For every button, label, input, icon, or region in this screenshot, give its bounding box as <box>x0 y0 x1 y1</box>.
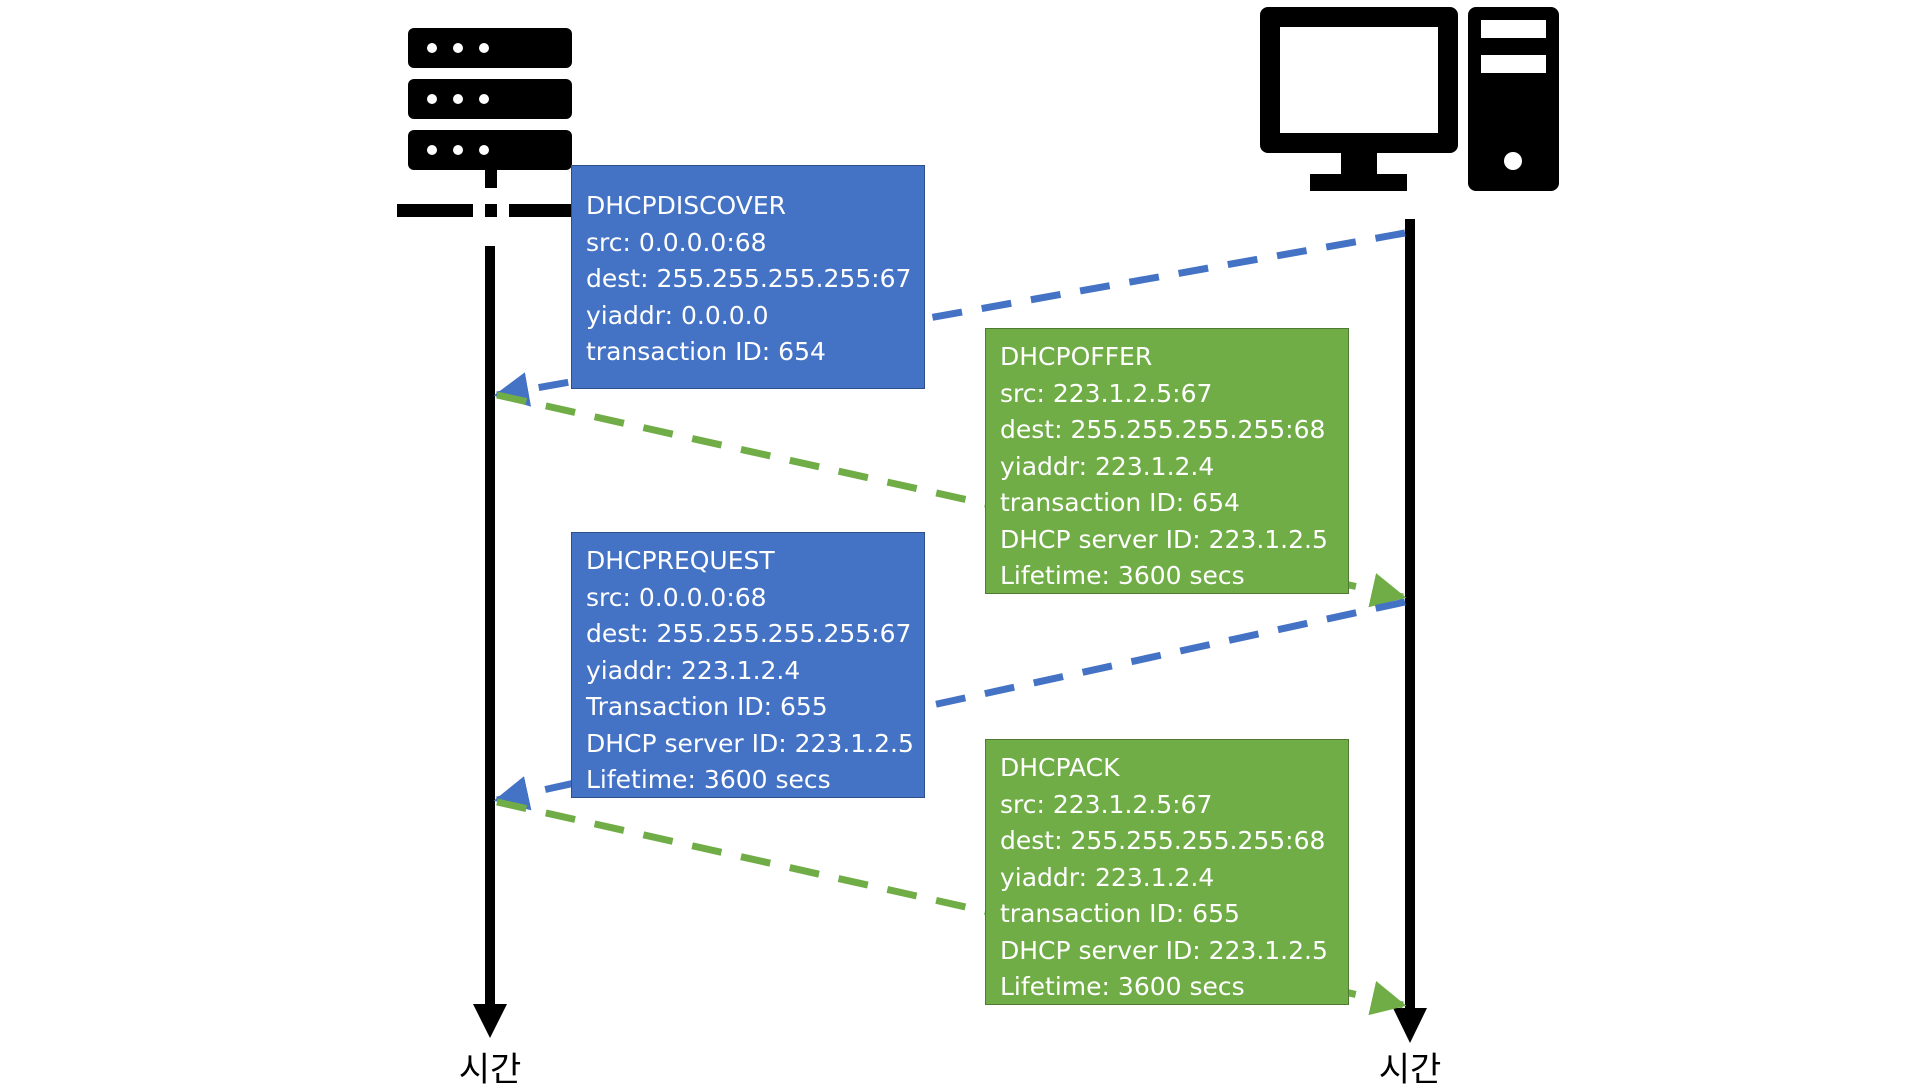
dhcp-ack-yiaddr: yiaddr: 223.1.2.4 <box>1000 862 1215 892</box>
dhcp-discover-transaction-id: transaction ID: 654 <box>586 337 826 366</box>
dhcp-request-transaction-id: Transaction ID: 655 <box>586 692 828 721</box>
dhcp-request-dest: dest: 255.255.255.255:67 <box>586 619 912 648</box>
dhcp-offer-yiaddr: yiaddr: 223.1.2.4 <box>1000 451 1215 481</box>
dhcp-ack-lifetime: Lifetime: 3600 secs <box>1000 972 1245 1001</box>
dhcp-request-box: DHCPREQUEST src: 0.0.0.0:68 dest: 255.25… <box>571 532 925 798</box>
dhcp-discover-yiaddr: yiaddr: 0.0.0.0 <box>586 300 769 330</box>
client-time-label: 시간 <box>1378 1050 1442 1090</box>
server-time-label: 시간 <box>458 1050 522 1090</box>
dhcp-ack-dest: dest: 255.255.255.255:68 <box>1000 826 1326 855</box>
dhcp-discover-dest: dest: 255.255.255.255:67 <box>586 264 912 293</box>
dhcp-request-server-id: DHCP server ID: 223.1.2.5 <box>586 728 914 758</box>
dhcp-ack-transaction-id: transaction ID: 655 <box>1000 899 1240 928</box>
dhcp-discover-box: DHCPDISCOVER src: 0.0.0.0:68 dest: 255.2… <box>571 165 925 389</box>
dhcp-offer-type: DHCPOFFER <box>1000 342 1153 371</box>
dhcp-discover-type: DHCPDISCOVER <box>586 191 787 220</box>
dhcp-offer-src: src: 223.1.2.5:67 <box>1000 378 1213 408</box>
dhcp-ack-server-id: DHCP server ID: 223.1.2.5 <box>1000 935 1328 965</box>
dhcp-request-lifetime: Lifetime: 3600 secs <box>586 765 831 794</box>
dhcp-offer-box: DHCPOFFER src: 223.1.2.5:67 dest: 255.25… <box>985 328 1349 594</box>
server-timeline-arrowhead <box>473 1004 507 1038</box>
dhcp-ack-box: DHCPACK src: 223.1.2.5:67 dest: 255.255.… <box>985 739 1349 1005</box>
dhcp-discover-src: src: 0.0.0.0:68 <box>586 227 767 257</box>
dhcp-ack-src: src: 223.1.2.5:67 <box>1000 789 1213 819</box>
dhcp-request-yiaddr: yiaddr: 223.1.2.4 <box>586 655 801 685</box>
dhcp-offer-dest: dest: 255.255.255.255:68 <box>1000 415 1326 444</box>
desktop-computer-icon <box>1260 7 1559 191</box>
dhcp-offer-lifetime: Lifetime: 3600 secs <box>1000 561 1245 590</box>
dhcp-request-src: src: 0.0.0.0:68 <box>586 582 767 612</box>
dhcp-request-type: DHCPREQUEST <box>586 546 775 575</box>
dhcp-offer-server-id: DHCP server ID: 223.1.2.5 <box>1000 524 1328 554</box>
dhcp-offer-transaction-id: transaction ID: 654 <box>1000 488 1240 517</box>
server-rack-icon <box>397 28 575 217</box>
dhcp-ack-type: DHCPACK <box>1000 753 1120 782</box>
client-timeline-arrowhead <box>1393 1008 1427 1043</box>
